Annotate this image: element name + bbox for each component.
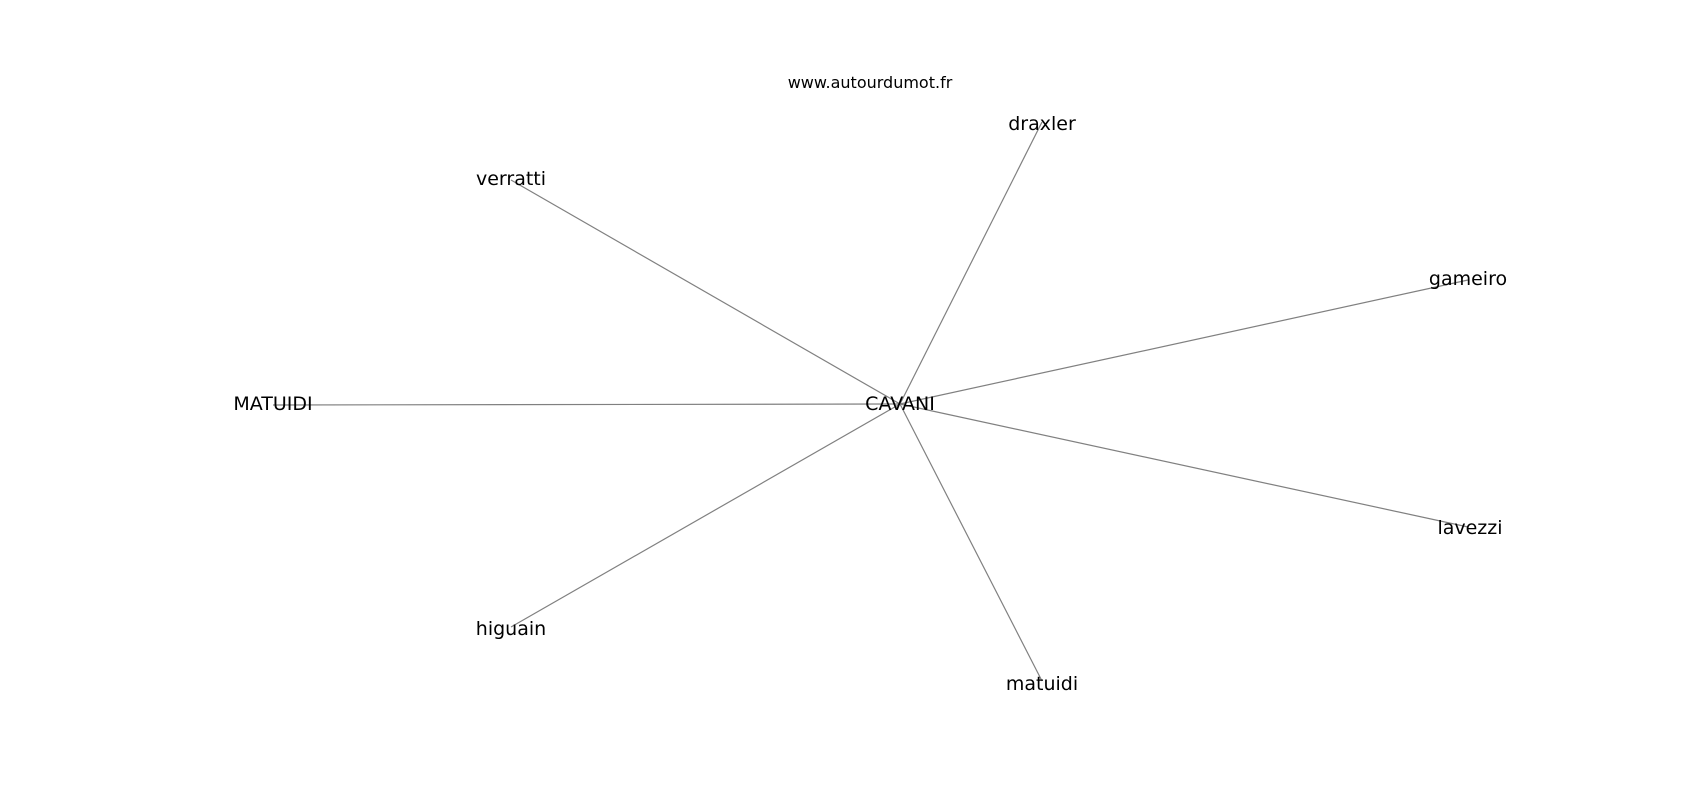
node-label-gameiro[interactable]: gameiro [1429,268,1507,290]
node-label-verratti[interactable]: verratti [476,168,546,190]
edges-layer [272,121,1469,682]
watermark-text: www.autourdumot.fr [788,73,953,92]
edge-cavani-gameiro [899,279,1469,405]
edge-cavani-matuidi [899,403,1043,682]
node-label-higuain[interactable]: higuain [476,618,546,640]
edge-cavani-verratti [510,179,901,405]
node-label-lavezzi[interactable]: lavezzi [1437,517,1502,539]
node-label-draxler[interactable]: draxler [1008,113,1076,135]
node-label-matuidi[interactable]: matuidi [1006,673,1078,695]
edge-cavani-higuain [510,403,901,628]
edge-cavani-matuidi [272,403,901,406]
node-label-cavani[interactable]: CAVANI [865,393,935,415]
edge-cavani-lavezzi [899,403,1469,528]
node-label-matuidi[interactable]: MATUIDI [233,393,312,415]
edge-cavani-draxler [899,121,1043,405]
